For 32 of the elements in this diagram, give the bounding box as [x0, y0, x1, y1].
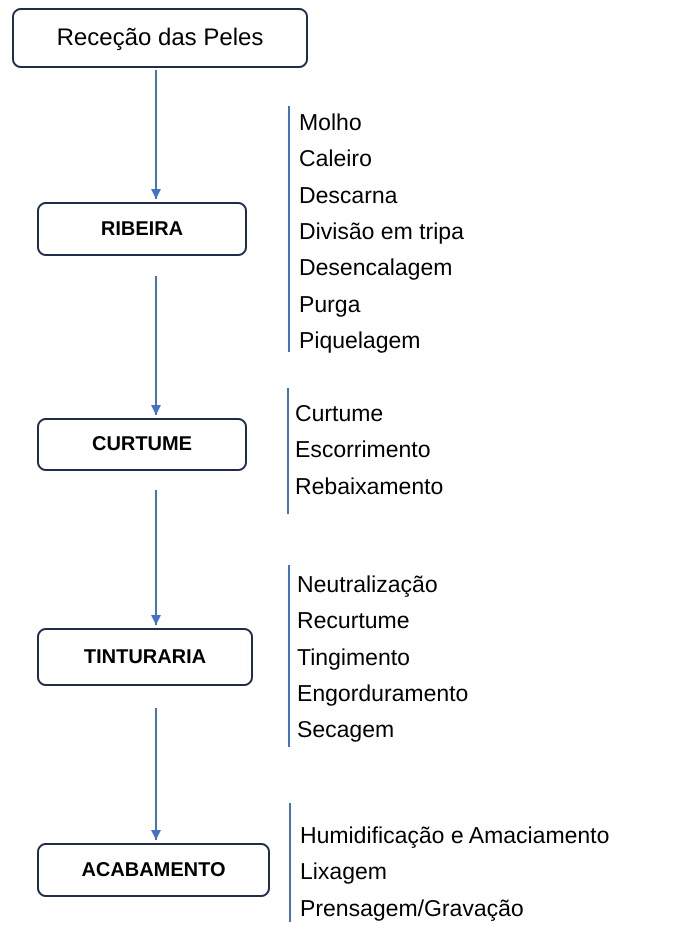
- stage-label: TINTURARIA: [84, 646, 206, 668]
- step-label: Recurtume: [297, 606, 410, 634]
- step-label: Escorrimento: [295, 435, 430, 464]
- stage-box: [37, 843, 270, 897]
- step-label: Rebaixamento: [295, 472, 444, 500]
- step-label: Purga: [299, 290, 360, 318]
- step-label: Humidificação e Amaciamento: [300, 821, 610, 849]
- stage-label: RIBEIRA: [100, 218, 184, 240]
- step-label: Piquelagem: [299, 326, 420, 354]
- arrow: [151, 276, 161, 415]
- step-label: Prensagem/Gravação: [300, 894, 524, 922]
- step-label: Neutralização: [297, 570, 438, 598]
- step-label: Divisão em tripa: [299, 216, 464, 245]
- step-label: Secagem: [297, 715, 394, 744]
- stage-box: [37, 628, 253, 686]
- arrow: [151, 70, 161, 199]
- arrow: [151, 708, 161, 840]
- stage-box: [37, 202, 247, 256]
- stage-label: Receção das Peles: [56, 24, 264, 52]
- stage-label: ACABAMENTO: [81, 858, 226, 882]
- step-label: Tingimento: [297, 642, 410, 671]
- step-label: Lixagem: [300, 857, 387, 886]
- stage-box: [37, 418, 247, 471]
- stage-label: CURTUME: [92, 433, 192, 456]
- step-label: Descarna: [299, 180, 398, 209]
- arrow: [151, 490, 161, 625]
- start-box: [12, 8, 308, 68]
- step-label: Engorduramento: [297, 678, 468, 707]
- step-label: Caleiro: [299, 144, 372, 172]
- step-label: Molho: [299, 108, 362, 136]
- step-label: Desencalagem: [299, 253, 452, 282]
- step-label: Curtume: [295, 399, 384, 427]
